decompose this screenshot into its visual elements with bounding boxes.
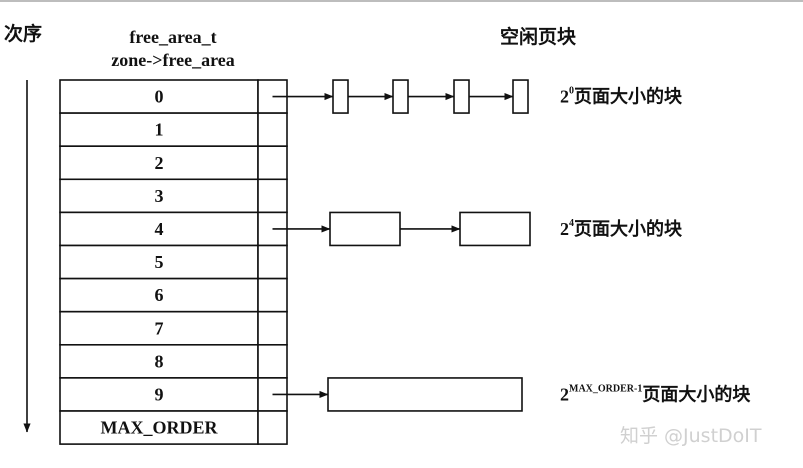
table-row-cell-9: [59, 377, 259, 412]
order-label: 次序: [4, 22, 42, 45]
table-row-cell-4: [59, 211, 259, 247]
table-row-label-4: 4: [155, 219, 164, 239]
table-header-free-area-t: free_area_t: [129, 27, 216, 47]
table-pointer-cell-2: [257, 145, 288, 181]
free-block: [459, 211, 531, 247]
label-text: 页面大小的块: [642, 383, 751, 405]
table-pointer-cell-3: [257, 178, 288, 214]
free-block: [453, 79, 470, 114]
table-row-label-2: 2: [155, 153, 164, 173]
table-row-label-9: 9: [155, 384, 164, 404]
label-exponent: MAX_ORDER-1: [569, 383, 642, 394]
table-pointer-cell-1: [257, 112, 288, 147]
table-row-label-6: 6: [155, 285, 164, 305]
label-text: 页面大小的块: [574, 86, 683, 108]
table-row-cell-1: [59, 112, 259, 147]
block-chain-order-0: 20页面大小的块: [272, 79, 683, 114]
table-pointer-cell-7: [257, 310, 288, 346]
block-chain-order-4: 24页面大小的块: [272, 211, 683, 247]
label-base: 2: [560, 87, 569, 107]
free-block: [329, 211, 401, 247]
table-row-label-10: MAX_ORDER: [101, 418, 219, 438]
table-row-label-7: 7: [155, 318, 164, 338]
table-row-cell-8: [59, 343, 259, 379]
table-pointer-cell-6: [257, 277, 288, 313]
free-block: [332, 79, 349, 114]
block-size-label: 24页面大小的块: [560, 218, 683, 240]
table-row-cell-2: [59, 145, 259, 181]
label-exponent: 0: [569, 86, 574, 97]
table-row-cell-10: [59, 410, 259, 445]
block-size-label: 2MAX_ORDER-1页面大小的块: [560, 383, 751, 405]
table-row-label-3: 3: [155, 186, 164, 206]
table-pointer-cell-5: [257, 244, 288, 280]
block-chain-order-9: 2MAX_ORDER-1页面大小的块: [272, 377, 751, 412]
free-blocks-label: 空闲页块: [500, 25, 577, 48]
table-row-label-1: 1: [155, 120, 164, 140]
table-header-zone-free-area: zone->free_area: [111, 50, 235, 70]
free-block: [392, 79, 409, 114]
block-size-label: 20页面大小的块: [560, 86, 683, 108]
watermark: 知乎 @JustDoIT: [620, 425, 762, 447]
free-block: [512, 79, 529, 114]
table-pointer-cell-8: [257, 343, 288, 379]
table-row-label-5: 5: [155, 252, 164, 272]
table-row-label-0: 0: [155, 87, 164, 107]
label-text: 页面大小的块: [574, 218, 683, 240]
table-row-label-8: 8: [155, 351, 164, 371]
table-pointer-cell-10: [257, 410, 288, 445]
free-block: [327, 377, 523, 412]
label-exponent: 4: [569, 218, 574, 229]
label-base: 2: [560, 384, 569, 404]
label-base: 2: [560, 219, 569, 239]
